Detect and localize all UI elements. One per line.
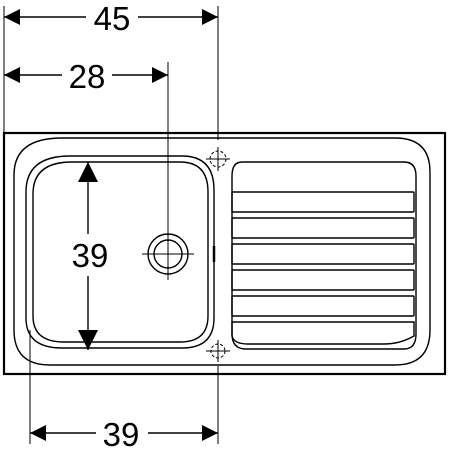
- dimension-center-to-drain: 28: [4, 58, 168, 95]
- dimension-bowl-height: 39: [72, 162, 109, 350]
- drainer-rib: [231, 217, 415, 239]
- drainer-rib: [231, 243, 415, 265]
- drainer-rib: [231, 295, 415, 317]
- drain: [142, 228, 194, 280]
- drainer-ribs: [231, 191, 415, 345]
- drainer-outline: [231, 161, 417, 350]
- dimension-bowl-width-label: 39: [103, 416, 140, 450]
- drainer-rib: [231, 191, 415, 213]
- tap-hole-marker-bottom: [206, 340, 230, 362]
- dimension-bowl-width: 39: [30, 416, 218, 450]
- dimension-bowl-height-label: 39: [72, 237, 109, 274]
- sink-rim: [13, 137, 431, 366]
- drainer-rib: [231, 321, 415, 345]
- bowl: [25, 155, 215, 349]
- extension-lines: [3, 6, 219, 444]
- drainer-rib: [231, 269, 415, 291]
- sink-outline: [2, 131, 447, 376]
- dimension-center-to-drain-label: 28: [69, 58, 106, 95]
- dimension-overall-width: 45: [4, 0, 218, 37]
- dimension-overall-width-label: 45: [94, 0, 131, 37]
- tap-hole-marker-top: [206, 147, 230, 171]
